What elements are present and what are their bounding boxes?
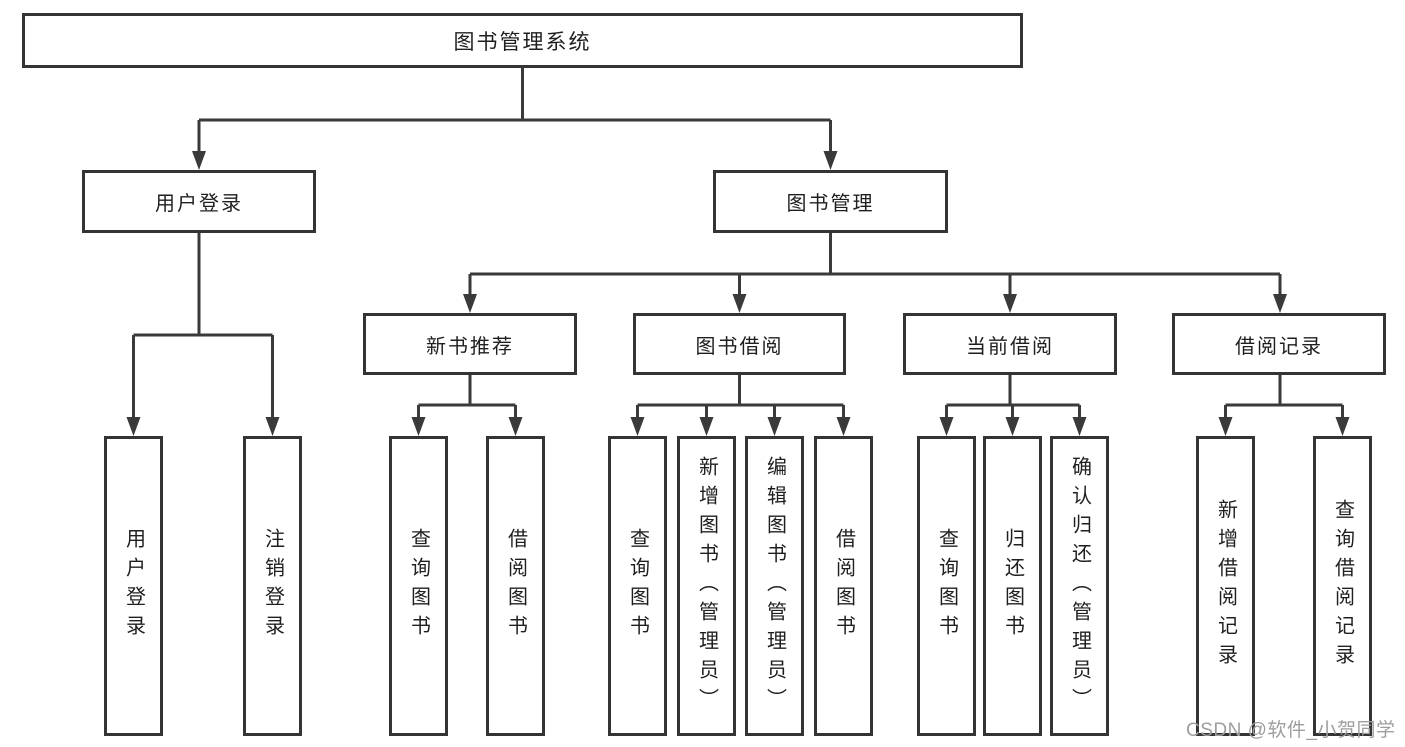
node-leaf-newbook-query: 查询图书	[389, 436, 448, 736]
node-root: 图书管理系统	[22, 13, 1023, 68]
node-leaf-borrow-borrow-label: 借阅图书	[832, 528, 855, 644]
node-root-label: 图书管理系统	[453, 30, 592, 54]
node-leaf-borrow-add: 新增图书（管理员）	[677, 436, 736, 736]
node-leaf-records-add-label: 新增借阅记录	[1214, 499, 1237, 673]
node-leaf-logout: 注销登录	[243, 436, 302, 736]
node-book-mgmt-label: 图书管理	[786, 193, 875, 215]
node-leaf-records-query: 查询借阅记录	[1313, 436, 1372, 736]
edge-bookmgmt-to-level3	[468, 233, 1282, 306]
node-leaf-current-return: 归还图书	[983, 436, 1042, 736]
node-leaf-current-confirm: 确认归还（管理员）	[1050, 436, 1109, 736]
node-new-book-rec-label: 新书推荐	[426, 335, 514, 358]
edge-borrowrecords-to-leaves	[1224, 375, 1344, 429]
node-leaf-newbook-borrow: 借阅图书	[486, 436, 545, 736]
node-book-borrow: 图书借阅	[633, 313, 846, 375]
edge-userlogin-to-leaves	[132, 233, 274, 429]
node-current-borrow: 当前借阅	[903, 313, 1117, 375]
node-leaf-borrow-add-label: 新增图书（管理员）	[695, 455, 718, 717]
node-leaf-current-query-label: 查询图书	[935, 528, 958, 644]
node-leaf-records-add: 新增借阅记录	[1196, 436, 1255, 736]
node-leaf-newbook-borrow-label: 借阅图书	[504, 528, 527, 644]
node-borrow-records-label: 借阅记录	[1235, 335, 1323, 358]
edge-root-to-level2	[197, 68, 832, 163]
node-leaf-borrow-edit-label: 编辑图书（管理员）	[763, 455, 786, 717]
node-borrow-records: 借阅记录	[1172, 313, 1386, 375]
node-user-login-label: 用户登录	[155, 193, 243, 215]
node-leaf-logout-label: 注销登录	[261, 528, 284, 644]
node-leaf-user-login-label: 用户登录	[122, 528, 145, 644]
node-current-borrow-label: 当前借阅	[966, 335, 1054, 358]
node-leaf-newbook-query-label: 查询图书	[407, 528, 430, 644]
node-leaf-current-confirm-label: 确认归还（管理员）	[1068, 455, 1091, 717]
node-new-book-rec: 新书推荐	[363, 313, 577, 375]
node-leaf-borrow-borrow: 借阅图书	[814, 436, 873, 736]
node-leaf-current-query: 查询图书	[917, 436, 976, 736]
edge-newbookrec-to-leaves	[417, 375, 517, 429]
node-user-login: 用户登录	[82, 170, 316, 233]
node-leaf-borrow-query: 查询图书	[608, 436, 667, 736]
node-leaf-borrow-query-label: 查询图书	[626, 528, 649, 644]
csdn-watermark: CSDN @软件_小贺同学	[1186, 720, 1396, 741]
node-book-mgmt: 图书管理	[713, 170, 948, 233]
node-book-borrow-label: 图书借阅	[695, 335, 784, 358]
arrowheads	[126, 151, 1350, 436]
node-leaf-records-query-label: 查询借阅记录	[1331, 499, 1354, 673]
node-leaf-current-return-label: 归还图书	[1001, 528, 1024, 644]
node-leaf-user-login: 用户登录	[104, 436, 163, 736]
edge-bookborrow-to-leaves	[636, 375, 845, 429]
node-leaf-borrow-edit: 编辑图书（管理员）	[745, 436, 804, 736]
